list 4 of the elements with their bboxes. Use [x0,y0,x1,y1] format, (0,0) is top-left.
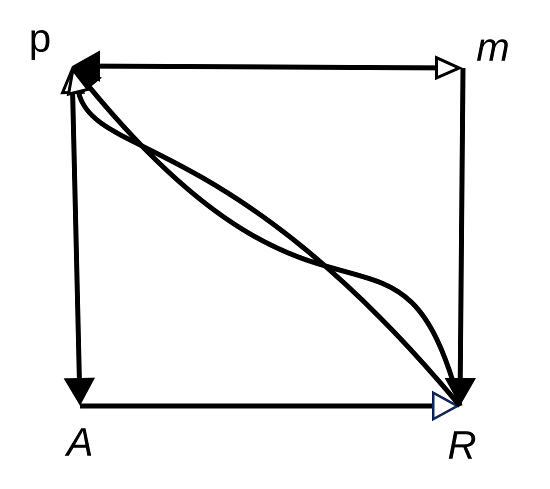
node-label: R [448,431,476,459]
node-label: m [477,39,508,61]
node-label: A [64,428,92,456]
node-label: p [31,30,50,60]
